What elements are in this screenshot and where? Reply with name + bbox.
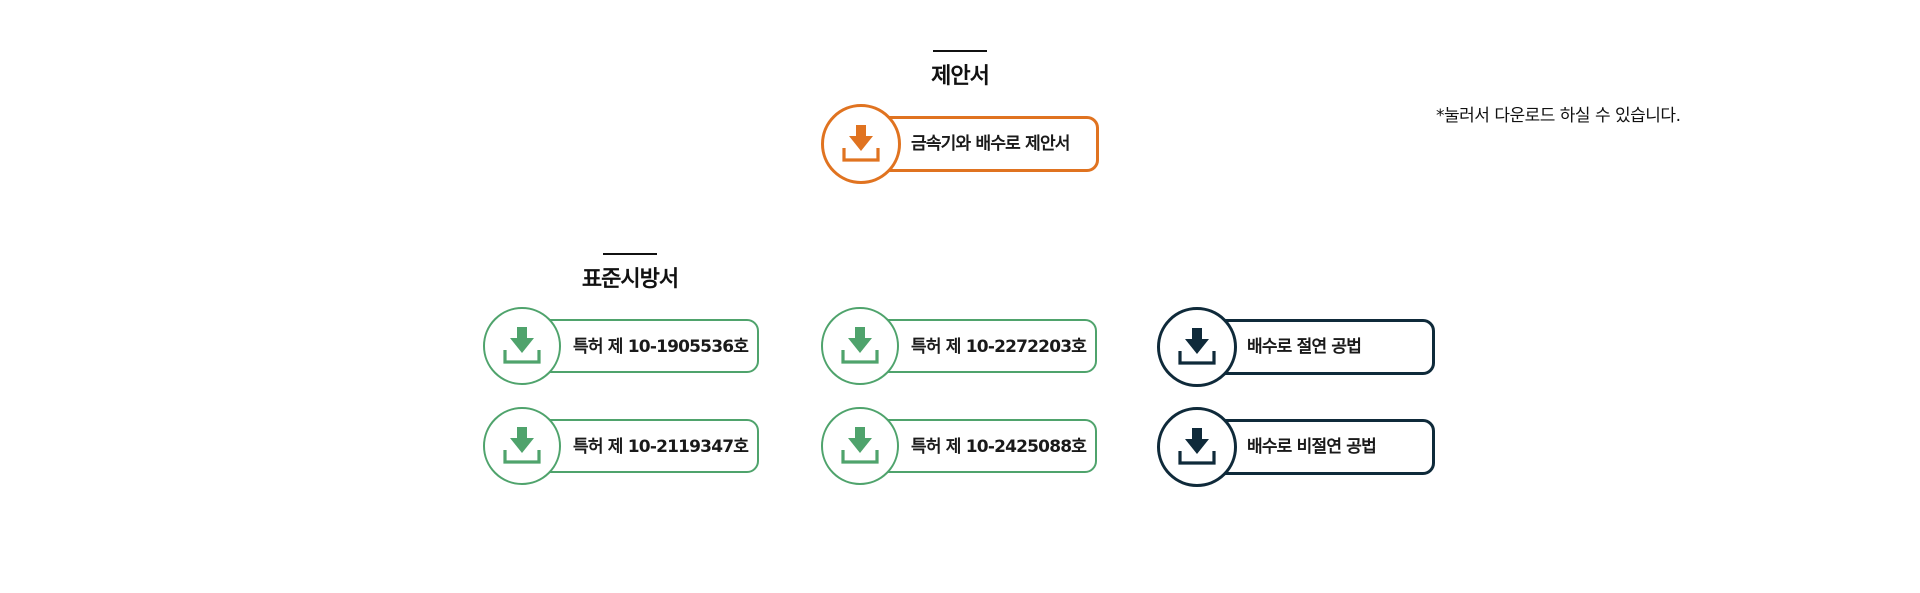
patent-1905536-download-button[interactable]: 특허 제 10-1905536호 (483, 307, 767, 387)
specs-section-title: 표준시방서 (570, 253, 690, 293)
button-pill (857, 419, 1097, 473)
download-icon (483, 307, 561, 385)
button-label: 특허 제 10-2119347호 (573, 437, 749, 457)
download-icon (483, 407, 561, 485)
button-label: 특허 제 10-2272203호 (911, 337, 1087, 357)
download-icon (821, 407, 899, 485)
button-label: 특허 제 10-1905536호 (573, 337, 749, 357)
specs-title: 표준시방서 (581, 267, 679, 292)
download-icon (821, 104, 901, 184)
button-label: 특허 제 10-2425088호 (911, 437, 1087, 457)
patent-2119347-download-button[interactable]: 특허 제 10-2119347호 (483, 407, 767, 487)
download-icon (1157, 307, 1237, 387)
button-label: 배수로 절연 공법 (1247, 337, 1362, 357)
button-label: 배수로 비절연 공법 (1247, 437, 1377, 457)
proposal-title: 제안서 (931, 64, 990, 89)
title-underline (933, 50, 987, 52)
patent-2272203-download-button[interactable]: 특허 제 10-2272203호 (821, 307, 1105, 387)
non-insulated-method-download-button[interactable]: 배수로 비절연 공법 (1157, 407, 1441, 487)
download-note: *눌러서 다운로드 하실 수 있습니다. (1436, 106, 1681, 126)
proposal-section-title: 제안서 (924, 50, 996, 90)
insulated-method-download-button[interactable]: 배수로 절연 공법 (1157, 307, 1441, 387)
button-label: 금속기와 배수로 제안서 (911, 134, 1070, 154)
title-underline (603, 253, 657, 255)
patent-2425088-download-button[interactable]: 특허 제 10-2425088호 (821, 407, 1105, 487)
download-icon (1157, 407, 1237, 487)
download-icon (821, 307, 899, 385)
proposal-download-button[interactable]: 금속기와 배수로 제안서 (821, 104, 1105, 184)
